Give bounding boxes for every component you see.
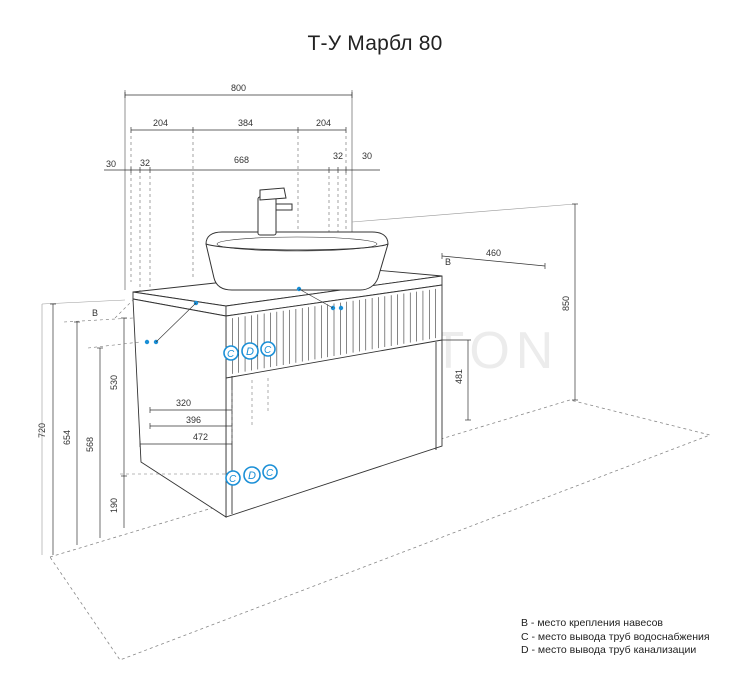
dim-label-481: 481	[454, 369, 464, 384]
marker-c-2: C	[264, 345, 272, 356]
faucet	[257, 187, 293, 236]
legend-c: C - место вывода труб водоснабжения	[521, 630, 710, 643]
dim-label-720: 720	[37, 423, 47, 438]
legend-d: D - место вывода труб канализации	[521, 644, 697, 656]
dim-label-204-right: 204	[316, 118, 331, 128]
dim-label-472: 472	[193, 432, 208, 442]
dim-label-30-left: 30	[106, 159, 116, 169]
cabinet-body	[132, 284, 443, 518]
dim-depth-460	[441, 253, 546, 269]
dim-height-481	[442, 339, 471, 421]
marker-c-3: C	[229, 474, 237, 485]
dim-height-left-guides	[63, 299, 226, 475]
dim-label-668: 668	[234, 155, 249, 165]
dim-height-850	[572, 203, 578, 401]
marker-b-right: B	[445, 257, 451, 267]
dim-label-190: 190	[109, 498, 119, 513]
dim-label-850: 850	[561, 296, 571, 311]
dim-depth-guides	[231, 378, 269, 444]
dim-label-460: 460	[486, 248, 501, 258]
dim-depth-row	[139, 407, 232, 447]
pipe-markers-lower: C D C	[225, 464, 278, 486]
wall-projection-lines	[41, 203, 576, 555]
dim-label-654: 654	[62, 430, 72, 445]
marker-d-1: D	[246, 346, 254, 358]
dim-label-530: 530	[109, 375, 119, 390]
legend-b: B - место крепления навесов	[521, 617, 664, 629]
dim-label-396: 396	[186, 415, 201, 425]
dim-label-320: 320	[176, 398, 191, 408]
dim-label-800: 800	[231, 83, 246, 93]
dim-label-384: 384	[238, 118, 253, 128]
dim-label-30-right: 30	[362, 151, 372, 161]
dim-label-204-left: 204	[153, 118, 168, 128]
dim-width-800	[124, 92, 353, 98]
legend: B - место крепления навесов C - место вы…	[521, 617, 710, 658]
marker-c-1: C	[227, 349, 235, 360]
pipe-markers-upper: C D C	[223, 341, 276, 361]
marker-c-4: C	[266, 468, 274, 479]
drawing-title: Т-У Марбл 80	[307, 32, 443, 55]
dim-label-32-left: 32	[140, 158, 150, 168]
marker-d-2: D	[248, 470, 256, 482]
mount-leader-lines	[155, 288, 334, 343]
vessel-sink	[205, 231, 389, 291]
dim-label-32-right: 32	[333, 151, 343, 161]
marker-b-left: B	[92, 308, 98, 318]
dim-height-left	[50, 303, 127, 555]
dim-label-568: 568	[85, 437, 95, 452]
